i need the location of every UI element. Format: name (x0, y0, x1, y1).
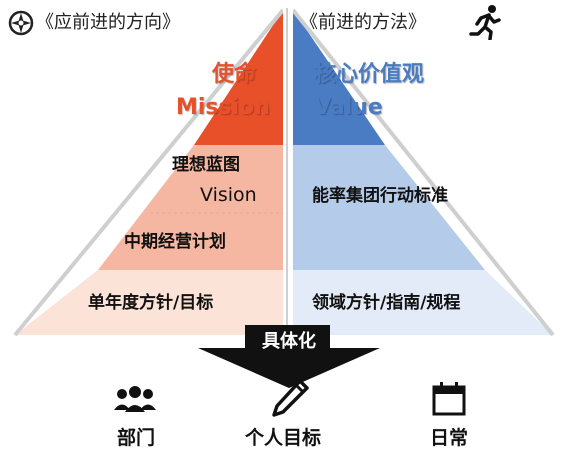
right-tier-value (293, 10, 385, 145)
left-tier-mission (194, 10, 283, 145)
annual-policy: 单年度方针/目标 (88, 293, 214, 313)
pencil-icon (270, 378, 310, 422)
left-tier-vision-plan (98, 145, 283, 270)
action-standard: 能率集团行动标准 (312, 186, 448, 206)
compass-icon (8, 10, 34, 40)
running-person-icon (468, 4, 502, 44)
right-header: 《前进的方法》 (300, 12, 426, 33)
bottom-label-department: 部门 (117, 427, 156, 449)
left-edge (13, 8, 285, 337)
people-group-icon (112, 386, 158, 418)
value-title: 核心价值观 (314, 62, 425, 87)
mission-subtitle: Mission (176, 95, 270, 120)
bottom-label-personal-goal: 个人目标 (245, 427, 322, 449)
vision-title: 理想蓝图 (172, 155, 240, 175)
mid-term-plan: 中期经营计划 (124, 232, 226, 252)
right-tier-policy (293, 270, 553, 335)
calendar-icon (431, 381, 467, 421)
value-subtitle: Value (314, 95, 383, 120)
right-edge (291, 8, 555, 337)
arrow-down (198, 325, 380, 388)
mission-title: 使命 (212, 62, 257, 87)
arrow-label: 具体化 (262, 331, 316, 352)
vision-subtitle: Vision (200, 184, 257, 206)
left-tier-annual (15, 270, 283, 335)
bottom-label-daily: 日常 (430, 427, 469, 449)
domain-policy: 领域方针/指南/规程 (312, 293, 461, 313)
right-tier-standard (293, 145, 485, 270)
left-header: 《应前进的方向》 (36, 12, 180, 33)
